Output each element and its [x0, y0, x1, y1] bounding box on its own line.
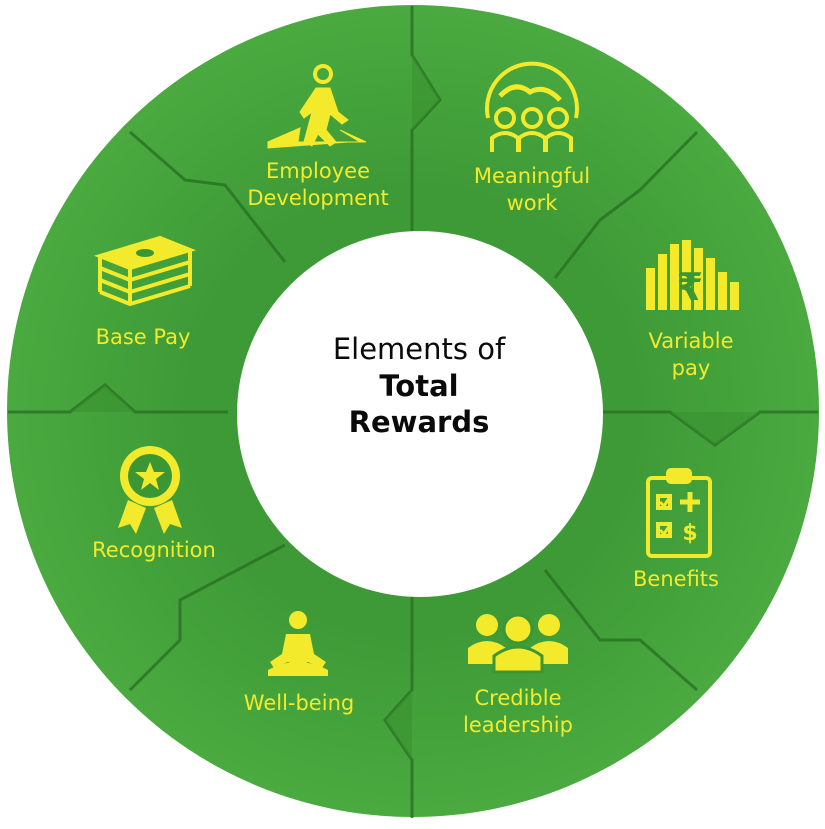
- award-ribbon-icon: [118, 446, 182, 534]
- clipboard-checklist-icon: $: [646, 468, 712, 558]
- meditating-person-icon: [268, 611, 328, 676]
- label-recognition: Recognition: [92, 538, 216, 562]
- walking-person-icon: [267, 64, 367, 149]
- label-meaningful-work: Meaningful work: [473, 164, 591, 215]
- center-circle: [237, 231, 603, 597]
- svg-text:$: $: [682, 521, 697, 546]
- svg-text:₹: ₹: [677, 265, 703, 309]
- rupee-bar-chart-icon: ₹: [646, 240, 739, 310]
- globe-people-icon: [485, 61, 579, 152]
- label-variable-pay: Variable pay: [648, 329, 734, 380]
- label-benefits: Benefits: [633, 567, 719, 591]
- label-employee-development: Employee Development: [247, 159, 389, 210]
- money-stack-icon: [93, 235, 197, 307]
- title-line-2: Total: [379, 369, 459, 403]
- people-group-icon: [468, 613, 568, 674]
- label-credible-leadership: Credible leadership: [463, 686, 573, 737]
- segment-shading: [70, 55, 760, 760]
- label-base-pay: Base Pay: [95, 325, 191, 349]
- label-well-being: Well-being: [243, 691, 355, 715]
- center-title: Elements of Total Rewards: [219, 330, 619, 440]
- title-line-1: Elements of: [332, 332, 506, 366]
- title-line-3: Rewards: [348, 405, 490, 439]
